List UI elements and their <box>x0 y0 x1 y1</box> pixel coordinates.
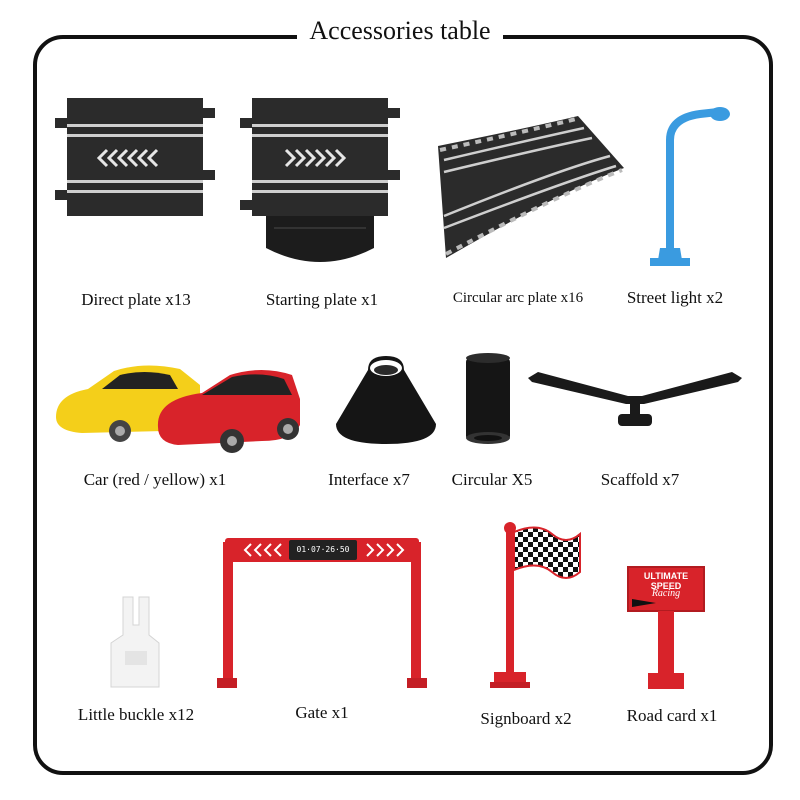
item-label: Car (red / yellow) x1 <box>83 470 227 489</box>
item-label: Interface x7 <box>328 470 410 489</box>
starting-plate-icon <box>240 98 400 262</box>
flag-signboard-icon <box>490 522 581 688</box>
road-card-icon <box>627 566 705 689</box>
direct-plate-icon <box>55 98 215 216</box>
interface-icon <box>336 356 436 444</box>
street-light-icon <box>650 107 730 266</box>
item-label: Road card x1 <box>626 706 718 725</box>
road-card-title: ULTIMATE SPEED <box>643 571 689 591</box>
cars-icon <box>56 365 300 453</box>
gate-timer: 01·07·26·50 <box>296 545 350 554</box>
gate-icon <box>217 538 427 688</box>
road-card-subtitle: Racing <box>651 588 681 599</box>
item-label: Gate x1 <box>295 703 349 722</box>
item-label: Starting plate x1 <box>265 290 379 309</box>
scaffold-icon <box>528 372 742 426</box>
buckle-icon <box>110 596 160 688</box>
item-label: Circular X5 <box>451 470 533 489</box>
item-label: Street light x2 <box>626 288 724 307</box>
page-title: Accessories table <box>297 16 503 45</box>
item-label: Circular arc plate x16 <box>452 290 584 306</box>
circular-tube-icon <box>466 353 510 444</box>
item-label: Signboard x2 <box>480 709 572 728</box>
item-label: Scaffold x7 <box>600 470 680 489</box>
item-label: Little buckle x12 <box>77 705 195 724</box>
item-label: Direct plate x13 <box>81 290 191 309</box>
arc-plate-icon <box>438 116 624 258</box>
